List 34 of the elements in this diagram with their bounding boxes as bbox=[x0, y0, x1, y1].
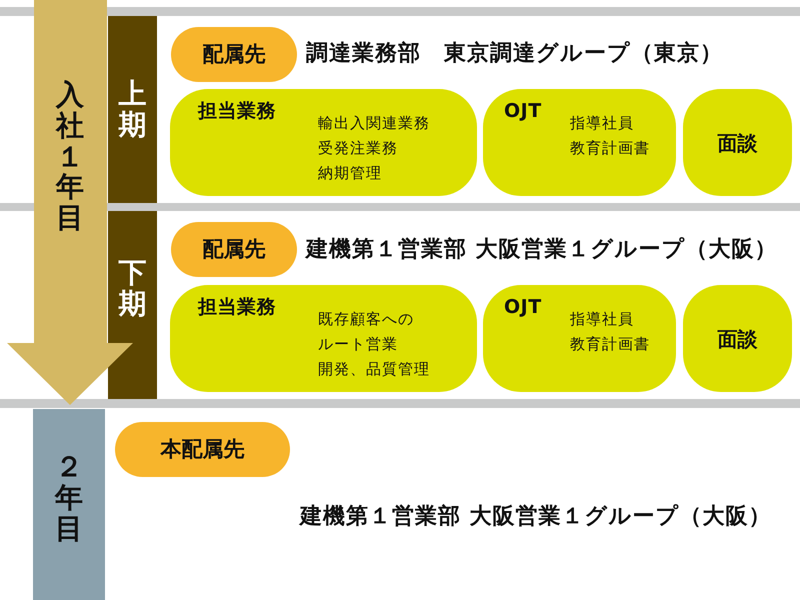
task-item: 指導社員 bbox=[570, 309, 634, 330]
period-label: 入社１年目 bbox=[56, 80, 84, 234]
card-heading: OJT bbox=[504, 296, 542, 319]
task-item: 教育計画書 bbox=[570, 138, 650, 159]
pill-label: 配属先 bbox=[202, 42, 266, 68]
pill-label: 配属先 bbox=[202, 236, 266, 262]
year-band bbox=[33, 409, 105, 600]
task-item: 受発注業務 bbox=[318, 138, 398, 159]
period-band bbox=[108, 211, 157, 399]
card-label: 面談 bbox=[718, 326, 758, 350]
task-card bbox=[483, 89, 676, 196]
task-card bbox=[683, 285, 792, 392]
department-text: 建機第１営業部 大阪営業１グループ（大阪） bbox=[300, 503, 772, 531]
card-heading: OJT bbox=[504, 100, 542, 123]
task-card bbox=[483, 285, 676, 392]
department-text: 建機第１営業部 大阪営業１グループ（大阪） bbox=[306, 236, 778, 264]
task-card bbox=[170, 89, 477, 196]
period-label: 下期 bbox=[118, 258, 146, 320]
task-item: 開発、品質管理 bbox=[318, 359, 430, 380]
task-item: 指導社員 bbox=[570, 113, 634, 134]
department-text: 調達業務部 東京調達グループ（東京） bbox=[306, 40, 723, 68]
card-heading: 担当業務 bbox=[198, 296, 276, 319]
task-card bbox=[683, 89, 792, 196]
period-label: 上期 bbox=[118, 78, 146, 140]
task-item: 教育計画書 bbox=[570, 334, 650, 355]
task-card bbox=[170, 285, 477, 392]
year-label: ２年目 bbox=[55, 452, 83, 545]
task-item: 既存顧客へのルート営業 bbox=[318, 309, 415, 355]
card-heading: 担当業務 bbox=[198, 100, 276, 123]
card-label: 面談 bbox=[718, 130, 758, 154]
pill-label: 本配属先 bbox=[160, 436, 244, 462]
period-band bbox=[108, 16, 157, 203]
task-item: 輸出入関連業務 bbox=[318, 113, 430, 134]
task-item: 納期管理 bbox=[318, 163, 382, 184]
